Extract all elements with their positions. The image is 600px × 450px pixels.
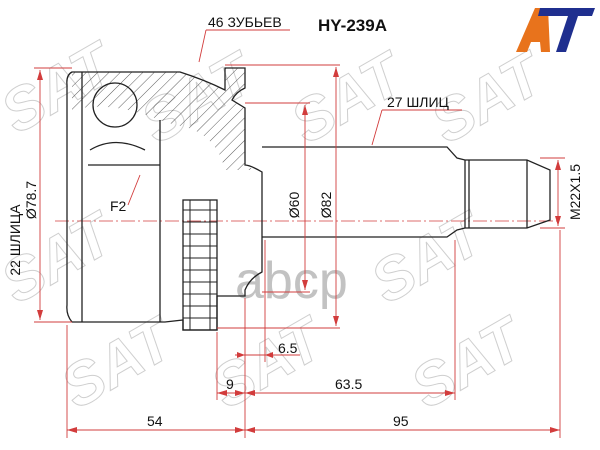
dimensions <box>34 29 565 438</box>
sat-watermark-text: SAT <box>360 198 497 316</box>
dim-95-label: 95 <box>393 413 409 429</box>
shaft <box>262 146 551 238</box>
sat-watermark-text: SAT <box>400 303 537 421</box>
sat-watermark-text: SAT <box>50 303 187 421</box>
dim-6-5-label: 6.5 <box>278 340 298 356</box>
housing-diameter-label: Ø78.7 <box>23 181 39 219</box>
outer-housing <box>66 67 263 331</box>
f2-label: F2 <box>110 198 127 214</box>
thread-label: M22X1.5 <box>567 164 583 220</box>
abcp-watermark: abcp <box>235 252 348 310</box>
dim-63-5-label: 63.5 <box>335 376 362 392</box>
abs-diameter-label: Ø82 <box>318 192 334 219</box>
dim-54-label: 54 <box>147 413 163 429</box>
sat-watermark-text: SAT <box>200 303 337 421</box>
part-number: HY-239A <box>318 16 387 35</box>
dim-9-label: 9 <box>226 376 234 392</box>
at-logo <box>516 8 595 52</box>
outer-splines-label: 27 ШЛИЦ <box>387 94 450 110</box>
teeth-label: 46 ЗУБЬЕВ <box>208 14 282 30</box>
neck-diameter-label: Ø60 <box>286 192 302 219</box>
inner-splines-label: 22 ШЛИЦА <box>7 204 23 276</box>
